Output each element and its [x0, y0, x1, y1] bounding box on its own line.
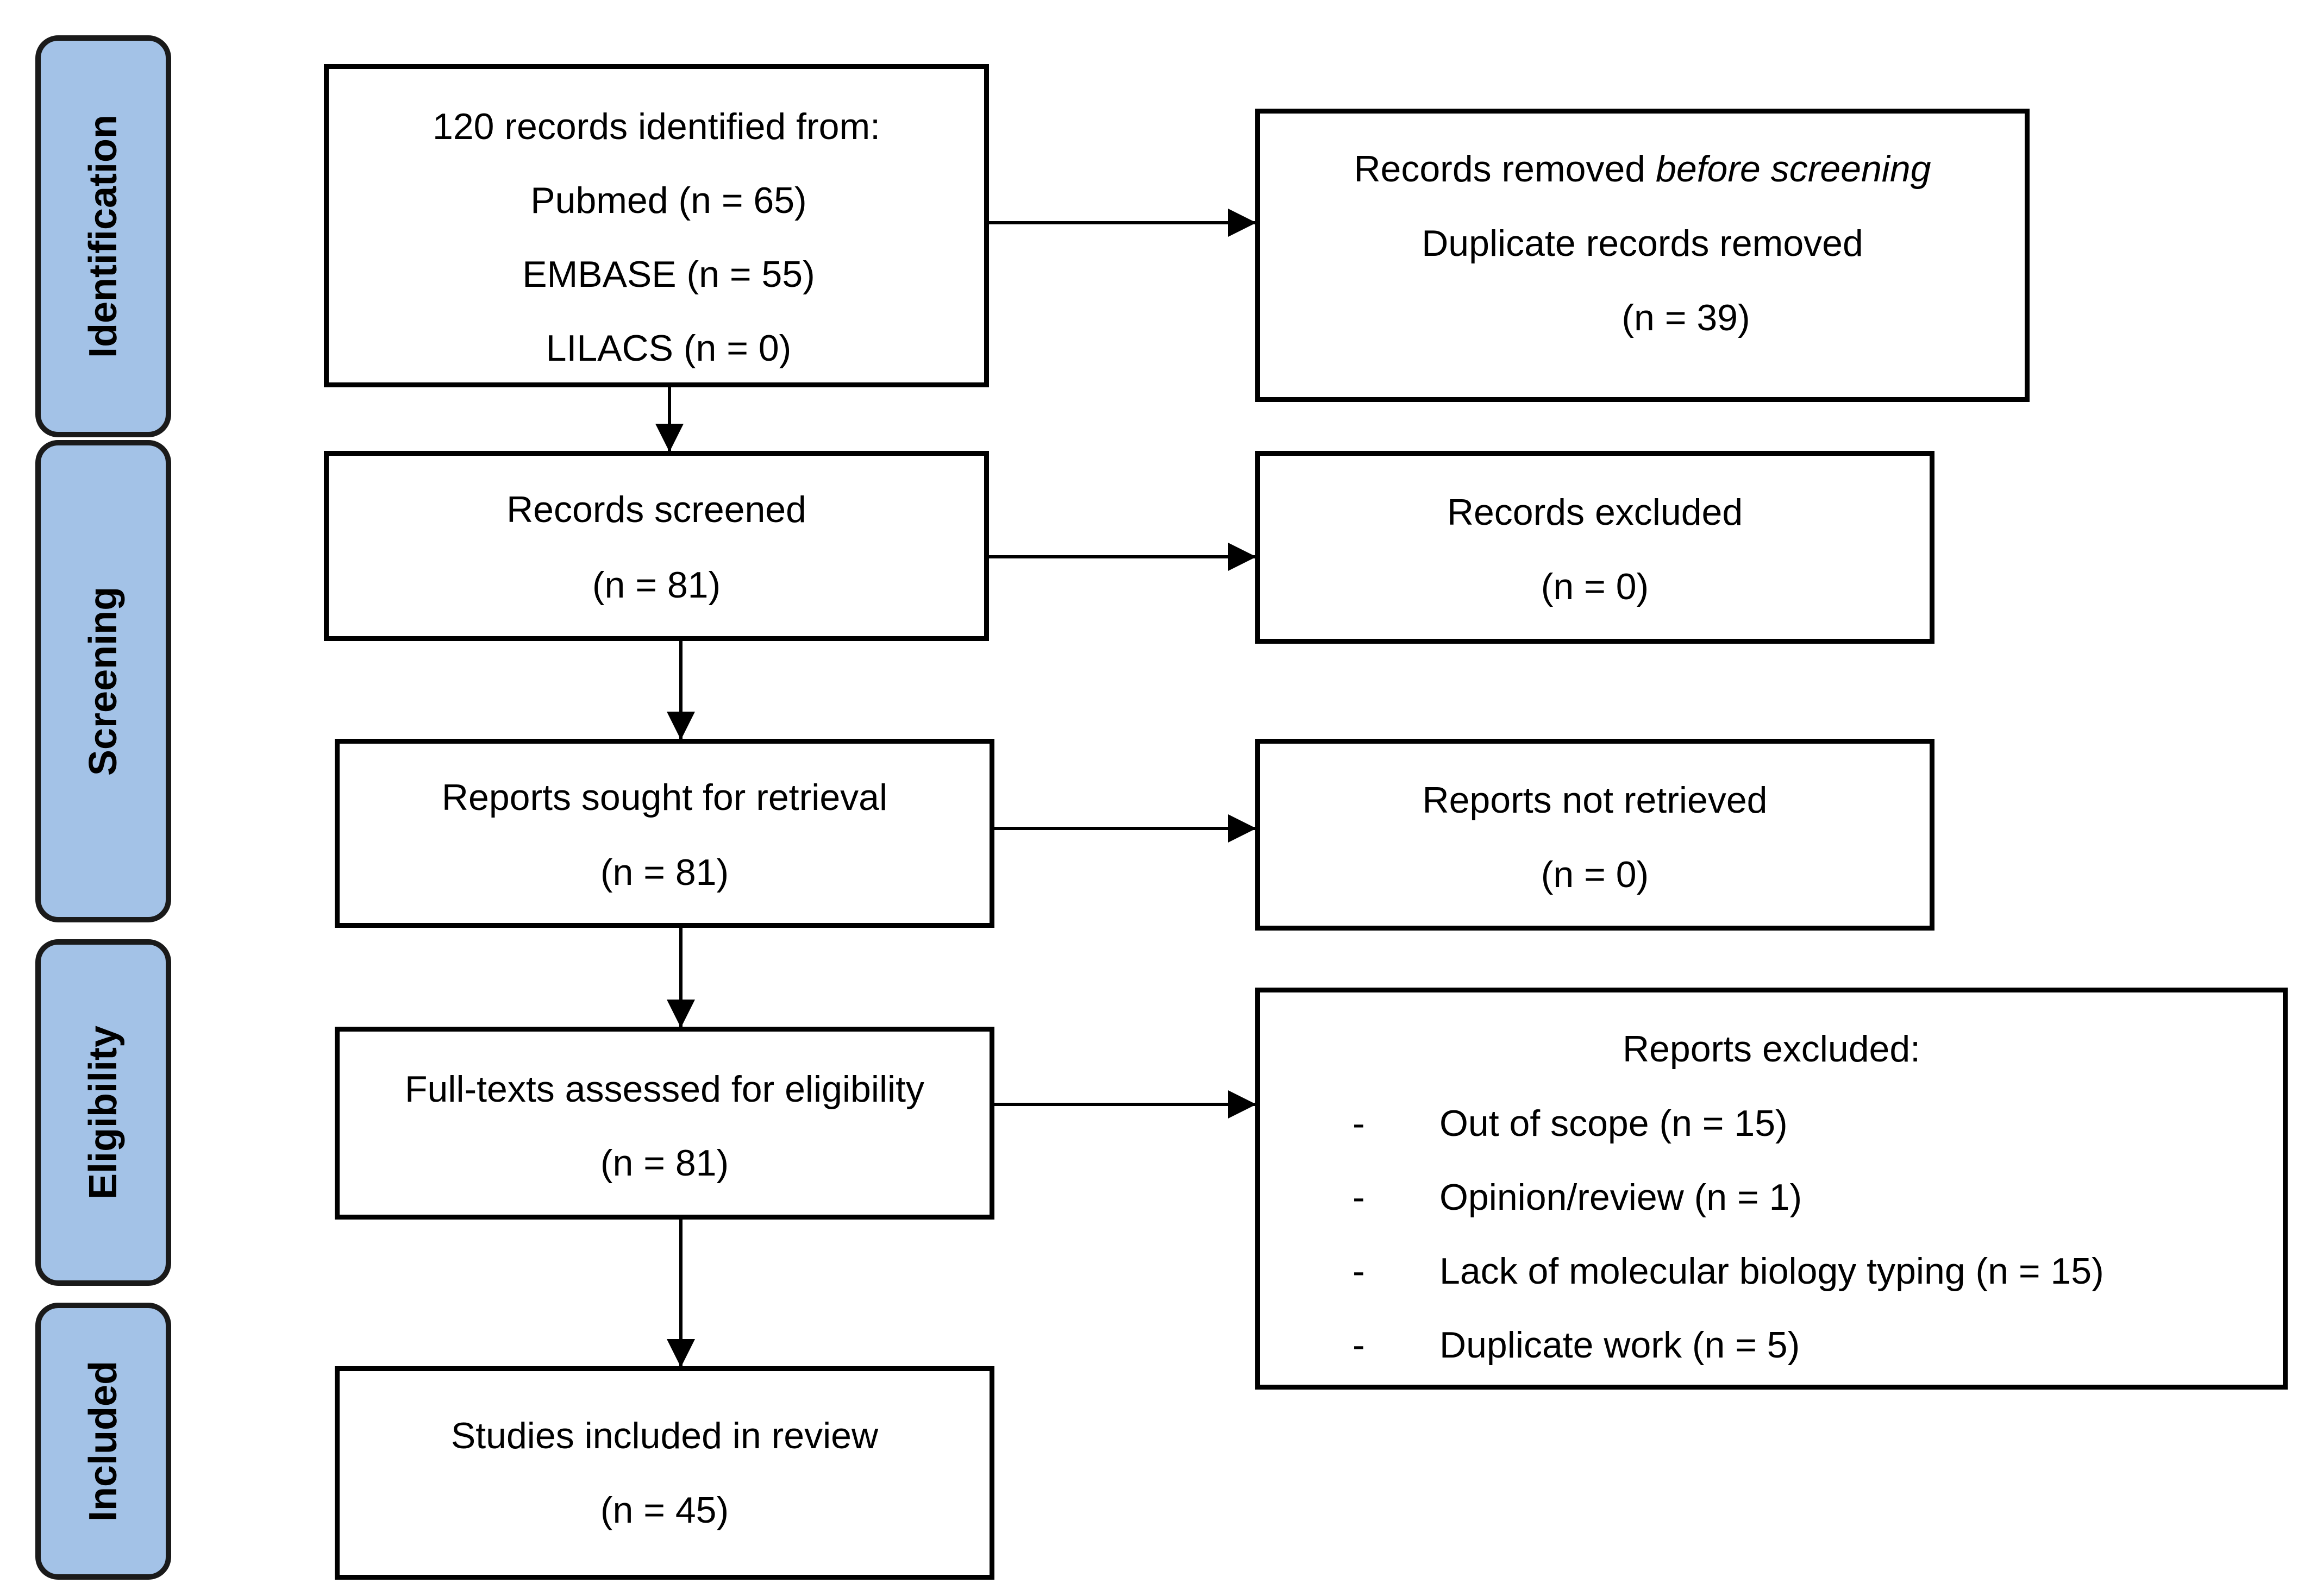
full-texts-assessed-box: Full-texts assessed for eligibility (n =… — [335, 1027, 994, 1220]
records-excluded-count: (n = 0) — [1541, 566, 1649, 607]
studies-included-title: Studies included in review — [450, 1415, 879, 1456]
phase-screening: Screening — [35, 440, 171, 922]
records-removed-emphasis: before screening — [1656, 148, 1931, 190]
duplicate-records-removed: Duplicate records removed — [1422, 223, 1863, 264]
reports-excluded-box: Reports excluded: - Out of scope (n = 15… — [1255, 988, 2288, 1390]
source-lilacs: LILACS (n = 0) — [546, 328, 792, 369]
exclusion-bullet: - — [1353, 1103, 1365, 1144]
records-identified-box: 120 records identified from: Pubmed (n =… — [324, 64, 989, 387]
full-texts-assessed-title: Full-texts assessed for eligibility — [404, 1069, 925, 1110]
studies-included-count: (n = 45) — [600, 1490, 729, 1531]
records-identified-title: 120 records identified from: — [433, 106, 880, 147]
reports-not-retrieved-title: Reports not retrieved — [1422, 780, 1768, 821]
reports-sought-count: (n = 81) — [600, 852, 729, 893]
records-removed-prefix: Records removed — [1354, 148, 1656, 190]
reports-not-retrieved-count: (n = 0) — [1541, 854, 1649, 895]
records-removed-heading: Records removed before screening — [1260, 150, 2025, 187]
reports-excluded-title: Reports excluded: — [1622, 1028, 1921, 1070]
exclusion-bullet: - — [1353, 1324, 1365, 1366]
reports-not-retrieved-box: Reports not retrieved (n = 0) — [1255, 739, 1934, 931]
records-removed-count: (n = 39) — [1621, 297, 1750, 338]
reports-sought-title: Reports sought for retrieval — [441, 777, 888, 818]
source-pubmed: Pubmed (n = 65) — [530, 180, 807, 221]
exclusion-reason-text: Duplicate work (n = 5) — [1439, 1324, 1800, 1366]
phase-included: Included — [35, 1303, 171, 1580]
phase-eligibility: Eligibility — [35, 939, 171, 1286]
exclusion-reason-text: Out of scope (n = 15) — [1439, 1103, 1788, 1144]
reports-sought-box: Reports sought for retrieval (n = 81) — [335, 739, 994, 928]
records-excluded-box: Records excluded (n = 0) — [1255, 451, 1934, 644]
records-screened-box: Records screened (n = 81) — [324, 451, 989, 641]
records-screened-title: Records screened — [506, 489, 806, 530]
full-texts-assessed-count: (n = 81) — [600, 1142, 729, 1184]
exclusion-bullet: - — [1353, 1251, 1365, 1292]
phase-identification: Identification — [35, 35, 171, 437]
records-removed-box: Records removed before screening Duplica… — [1255, 109, 2030, 402]
records-screened-count: (n = 81) — [592, 564, 721, 606]
exclusion-reason-text: Lack of molecular biology typing (n = 15… — [1439, 1251, 2104, 1292]
studies-included-box: Studies included in review (n = 45) — [335, 1366, 994, 1580]
exclusion-bullet: - — [1353, 1177, 1365, 1218]
source-embase: EMBASE (n = 55) — [522, 254, 815, 295]
records-excluded-title: Records excluded — [1447, 492, 1743, 533]
exclusion-reason-text: Opinion/review (n = 1) — [1439, 1177, 1802, 1218]
